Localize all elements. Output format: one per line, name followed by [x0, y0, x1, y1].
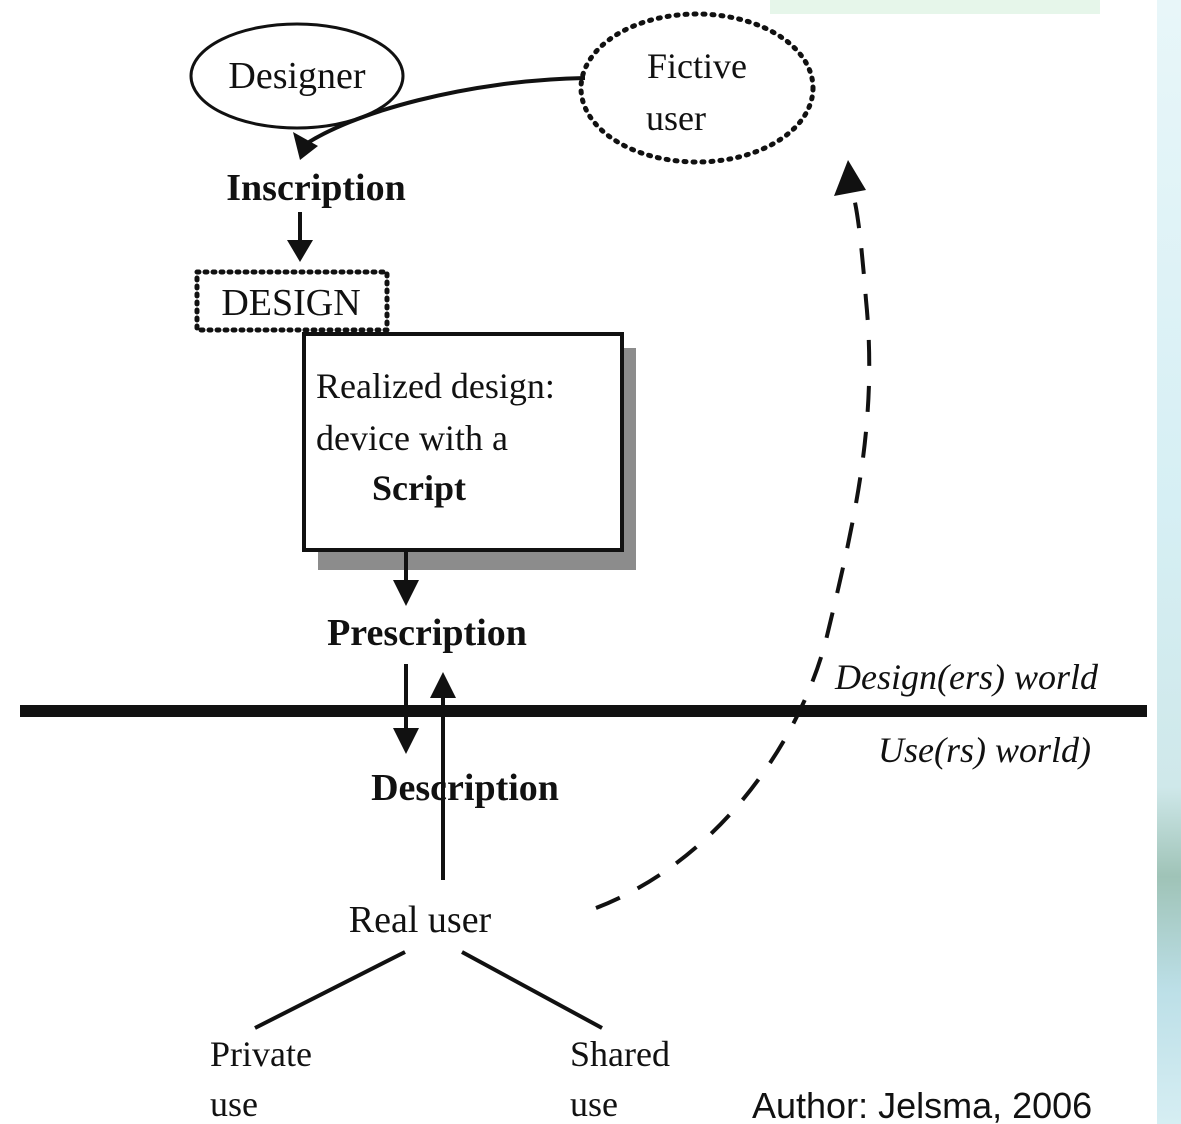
designer-node [189, 22, 405, 130]
fictive-user-label-line2: user [646, 98, 706, 138]
private-use-line1: Private [210, 1034, 312, 1074]
fictive-to-inscription-arrow [298, 76, 586, 150]
inscription-to-design-arrowhead [287, 240, 313, 262]
prescription-label: Prescription [327, 612, 527, 654]
branch-shared-line [461, 950, 603, 1030]
feedback-arrowhead [834, 160, 866, 196]
fictive-to-inscription-arrowhead [293, 132, 318, 160]
shared-use-line1: Shared [570, 1034, 670, 1074]
background-accent-top [770, 0, 1100, 14]
design-box [194, 269, 390, 333]
shared-use-line2: use [570, 1084, 618, 1124]
private-use-line2: use [210, 1084, 258, 1124]
background-accent-right [1157, 0, 1181, 1124]
real-user-to-prescription-arrowhead [430, 672, 456, 698]
realized-design-line1: Realized design: [316, 366, 555, 406]
feedback-dashed-arc [595, 189, 872, 910]
realized-design-line3: Script [372, 468, 466, 508]
fictive-user-node [578, 11, 816, 165]
designer-label: Designer [228, 55, 366, 97]
description-label: Description [371, 767, 559, 809]
use-world-label: Use(rs) world) [878, 730, 1091, 770]
design-world-label: Design(ers) world [834, 657, 1099, 697]
real-user-label: Real user [349, 899, 492, 941]
fictive-user-label-line1: Fictive [647, 46, 747, 86]
realized-design-box [302, 332, 624, 552]
author-credit: Author: Jelsma, 2006 [752, 1085, 1093, 1124]
prescription-to-description-arrowhead [393, 728, 419, 754]
branch-private-line [254, 950, 406, 1030]
inscription-label: Inscription [226, 167, 405, 209]
design-label: DESIGN [221, 282, 360, 324]
realized-design-line2: device with a [316, 418, 508, 458]
script-to-prescription-arrowhead [393, 580, 419, 606]
